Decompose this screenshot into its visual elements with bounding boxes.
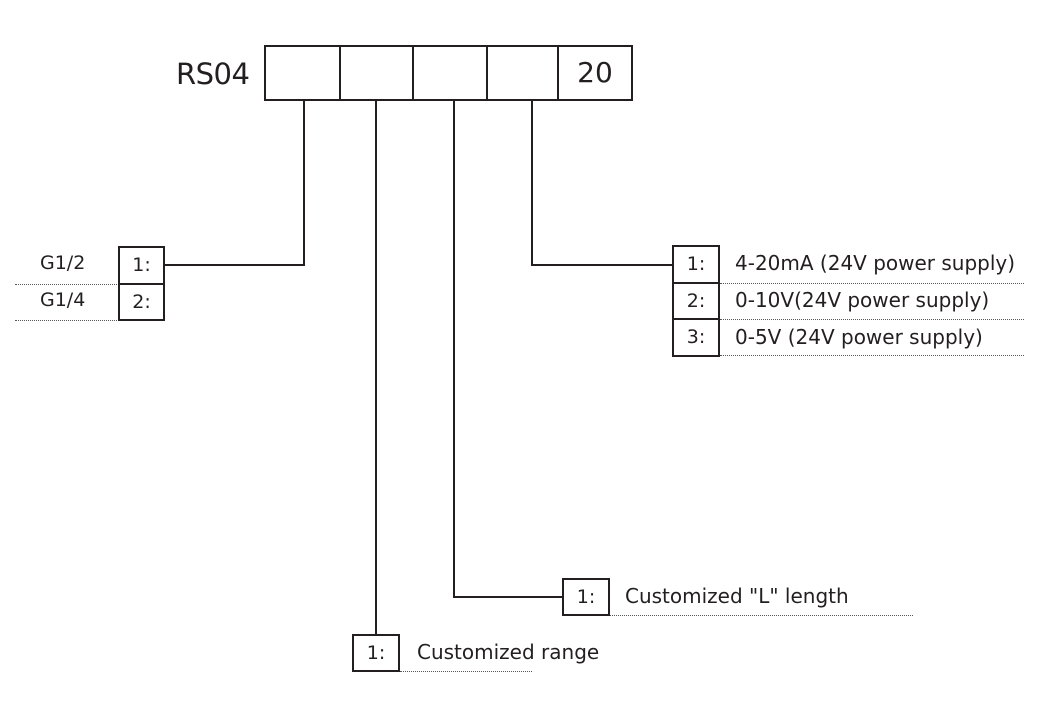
- dotted-leader: [15, 284, 117, 285]
- dotted-leader: [720, 355, 1024, 356]
- thread-option-label: G1/4: [40, 289, 86, 311]
- code-slot-output: [486, 45, 559, 101]
- code-slot-length: [412, 45, 488, 101]
- output-option-label: 0-5V (24V power supply): [735, 325, 983, 349]
- output-option-label: 4-20mA (24V power supply): [735, 251, 1016, 275]
- connector-thread-vertical: [303, 101, 305, 266]
- range-option-code: 1:: [352, 634, 400, 672]
- range-option-label: Customized range: [417, 640, 600, 664]
- output-option-code: 2:: [672, 282, 720, 320]
- thread-option-code: 1:: [118, 246, 165, 285]
- code-slot-thread: [264, 45, 341, 101]
- dotted-leader: [610, 615, 913, 616]
- connector-output-vertical: [531, 101, 533, 266]
- code-slot-range: [339, 45, 414, 101]
- output-option-code: 3:: [672, 318, 720, 357]
- connector-range-vertical: [375, 101, 377, 635]
- length-option-code: 1:: [562, 578, 610, 616]
- dotted-leader: [400, 671, 532, 672]
- dotted-leader: [15, 320, 117, 321]
- thread-option-label: G1/2: [40, 252, 86, 274]
- connector-length-vertical: [453, 101, 455, 598]
- output-option-code: 1:: [672, 245, 720, 284]
- dotted-leader: [720, 319, 1024, 320]
- code-slot-fixed: 20: [557, 45, 633, 101]
- connector-thread-horizontal: [164, 264, 305, 266]
- connector-length-horizontal: [453, 596, 563, 598]
- output-option-label: 0-10V(24V power supply): [735, 288, 990, 312]
- model-prefix: RS04: [176, 57, 250, 91]
- dotted-leader: [720, 283, 1024, 284]
- thread-option-code: 2:: [118, 283, 165, 321]
- connector-output-horizontal: [531, 264, 673, 266]
- code-slot-value: 20: [577, 56, 613, 89]
- length-option-label: Customized "L" length: [625, 584, 849, 608]
